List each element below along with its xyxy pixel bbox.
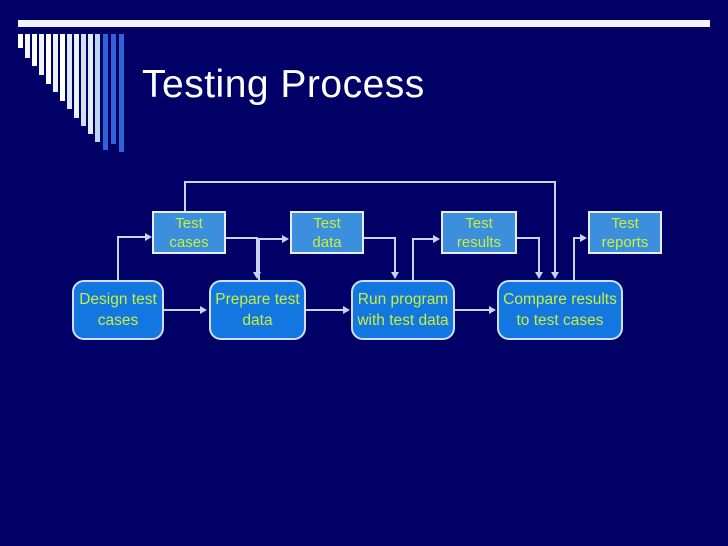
- deco-bar-14: [111, 34, 116, 144]
- connector-run-to-results-horizontal: [412, 238, 434, 240]
- connector-testcases-to-prepare-vertical: [256, 237, 258, 275]
- connector-run-to-results-vertical: [412, 238, 414, 282]
- node-label-line: Prepare test: [215, 291, 300, 308]
- deco-bar-3: [32, 34, 37, 66]
- deco-bar-7: [60, 34, 65, 101]
- deco-bar-13: [103, 34, 108, 150]
- connector-testdata-to-run-horizontal: [364, 237, 396, 239]
- activity-design-test-cases: Design test cases: [72, 280, 164, 340]
- arrowhead-run-to-results: [433, 235, 440, 243]
- arrowhead-prepare-to-testdata: [282, 235, 289, 243]
- arrowhead-prepare-to-run: [343, 306, 350, 314]
- node-label-line: cases: [169, 233, 209, 251]
- deco-bar-15: [119, 34, 124, 152]
- descending-bar-motif: [18, 34, 133, 154]
- connector-prepare-to-testdata-vertical: [258, 238, 260, 282]
- deco-bar-5: [46, 34, 51, 84]
- connector-compare-to-reports-horizontal: [573, 237, 581, 239]
- arrowhead-results-to-compare: [535, 272, 543, 279]
- arrowhead-testcases-to-prepare: [253, 272, 261, 279]
- deco-bar-4: [39, 34, 44, 75]
- connector-testcases-feedback-riser: [184, 181, 186, 212]
- connector-run-to-compare: [455, 309, 490, 311]
- node-label-line: data: [242, 312, 273, 329]
- node-label-line: Test: [465, 214, 493, 232]
- node-label-line: Test: [313, 214, 341, 232]
- node-label-line: results: [456, 233, 502, 251]
- connector-compare-to-reports-vertical: [573, 237, 575, 282]
- connector-results-to-compare-vertical: [538, 237, 540, 275]
- connector-design-to-testcases-horizontal: [117, 236, 145, 238]
- node-label-line: Design test: [79, 291, 157, 308]
- connector-design-to-prepare: [164, 309, 202, 311]
- deco-bar-6: [53, 34, 58, 92]
- deco-bar-10: [81, 34, 86, 126]
- arrowhead-run-to-compare: [489, 306, 496, 314]
- node-label-line: cases: [97, 312, 139, 329]
- connector-results-to-compare-horizontal: [517, 237, 540, 239]
- node-label-line: to test cases: [516, 312, 604, 329]
- connector-testcases-to-prepare-horizontal: [226, 237, 258, 239]
- page-title: Testing Process: [142, 63, 425, 106]
- node-label-line: Test: [611, 214, 639, 232]
- connector-design-to-testcases-vertical: [117, 236, 119, 282]
- activity-compare-results: Compare results to test cases: [497, 280, 623, 340]
- activity-prepare-test-data: Prepare test data: [209, 280, 306, 340]
- connector-prepare-to-run: [306, 309, 344, 311]
- arrowhead-compare-to-reports: [580, 234, 587, 242]
- node-label-line: with test data: [357, 312, 449, 329]
- node-label-line: Compare results: [503, 291, 617, 308]
- connector-testcases-feedback-drop: [554, 181, 556, 275]
- arrowhead-design-to-testcases: [145, 233, 152, 241]
- deco-bar-12: [95, 34, 100, 142]
- activity-run-program: Run program with test data: [351, 280, 455, 340]
- node-label-line: Test: [175, 214, 203, 232]
- arrowhead-design-to-prepare: [200, 306, 207, 314]
- deco-bar-1: [18, 34, 23, 48]
- connector-prepare-to-testdata-horizontal: [258, 238, 283, 240]
- deco-bar-8: [67, 34, 72, 109]
- deco-bar-2: [25, 34, 30, 58]
- deco-bar-9: [74, 34, 79, 118]
- node-label-line: Run program: [357, 291, 449, 308]
- node-label-line: reports: [601, 233, 649, 251]
- node-label-line: data: [312, 233, 342, 251]
- deco-bar-11: [88, 34, 93, 134]
- arrowhead-testcases-to-compare: [551, 272, 559, 279]
- arrowhead-testdata-to-run: [391, 272, 399, 279]
- top-rule: [18, 20, 710, 27]
- connector-testdata-to-run-vertical: [394, 237, 396, 275]
- connector-testcases-feedback-span: [184, 181, 556, 183]
